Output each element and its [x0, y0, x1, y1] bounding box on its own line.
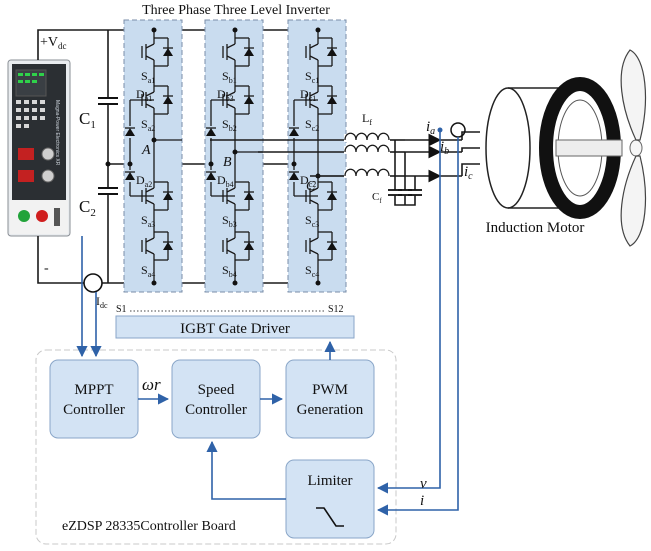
leg-box — [204, 19, 264, 293]
switch-label-a4: Sa4 — [141, 263, 155, 279]
gate-s12-label: S12 — [328, 304, 344, 315]
switch-label-b1: Sb1 — [222, 69, 237, 85]
svg-text:Controller: Controller — [185, 402, 247, 418]
filter-inductors — [344, 132, 392, 178]
svg-text:Speed: Speed — [198, 382, 235, 398]
pwm-generation-block: PWM Generation — [285, 359, 375, 439]
phase-label-c: C — [306, 179, 316, 194]
phase-label-a: A — [141, 143, 151, 158]
controller-board-frame — [35, 349, 397, 545]
svg-text:C2: C2 — [79, 197, 96, 219]
switch-label-c4: Sc4 — [305, 263, 319, 279]
gate-driver: S1 S12 IGBT Gate Driver — [115, 304, 355, 339]
svg-text:PWM: PWM — [312, 382, 348, 398]
svg-text:Lf: Lf — [362, 111, 372, 127]
induction-motor — [485, 77, 643, 219]
switch-label-a1: Sa1 — [141, 69, 155, 85]
diode-label-c1: Dc1 — [300, 87, 316, 103]
svg-text:Generation: Generation — [297, 402, 364, 418]
svg-text:+Vdc: +Vdc — [40, 35, 67, 51]
mppt-controller-block: MPPT Controller — [49, 359, 139, 439]
switch-label-a3: Sa3 — [141, 213, 155, 229]
svg-text:ic: ic — [464, 164, 473, 182]
svg-text:ia: ia — [426, 119, 435, 137]
diode-label-b3: Db3 — [217, 87, 234, 103]
output-phase-lines — [210, 139, 345, 177]
switch-label-a2: Sa2 — [141, 117, 155, 133]
diode-label-c2: Dc2 — [300, 173, 316, 189]
phase-label-b: B — [223, 155, 232, 170]
capacitor-c2: C2 — [79, 187, 118, 219]
current-label-ic: ic — [464, 164, 473, 182]
gate-driver-label: IGBT Gate Driver — [180, 321, 290, 337]
filter-capacitors: Cf — [372, 140, 422, 206]
svg-text:Cf: Cf — [372, 191, 382, 205]
dc-power-supply: Magna-Power Electronics XR — [7, 59, 71, 237]
gate-s1-label: S1 — [116, 304, 127, 315]
capacitor-c1: C1 — [79, 97, 118, 131]
leg-box — [123, 19, 183, 293]
switch-label-b2: Sb2 — [222, 117, 237, 133]
svg-text:Limiter: Limiter — [308, 473, 353, 489]
minus-label: - — [44, 261, 49, 276]
phase-current-sensors — [437, 122, 466, 138]
motor-label: Induction Motor — [486, 220, 585, 236]
svg-text:ib: ib — [440, 139, 449, 157]
limiter-icon — [316, 507, 344, 527]
voltage-feedback-label: v — [420, 476, 427, 492]
current-feedback-label: i — [420, 493, 424, 509]
svg-text:Controller: Controller — [63, 402, 125, 418]
current-label-ib: ib — [440, 139, 449, 157]
svg-text:MPPT: MPPT — [74, 382, 113, 398]
inverter-title: Three Phase Three Level Inverter — [142, 3, 330, 18]
inductor-phase-2 — [344, 144, 392, 154]
leg-box — [287, 19, 347, 293]
switch-label-c2: Sc2 — [305, 117, 319, 133]
current-label-ia: ia — [426, 119, 435, 137]
inductor-phase-3 — [344, 168, 392, 178]
switch-label-b3: Sb3 — [222, 213, 237, 229]
control-signal-wiring — [76, 130, 459, 516]
controller-board-label: eZDSP 28335Controller Board — [62, 519, 236, 534]
svg-text:C1: C1 — [79, 109, 96, 131]
diode-label-a2: Da2 — [136, 173, 152, 189]
speed-controller-block: Speed Controller — [171, 359, 261, 439]
inductor-label: Lf — [362, 111, 372, 127]
supply-panel-text: Magna-Power Electronics XR — [54, 100, 60, 166]
plus-vdc-label: +Vdc — [40, 35, 67, 51]
switch-label-b4: Sb4 — [222, 263, 237, 279]
dc-current-sensor: Idc — [83, 273, 108, 310]
inductor-phase-1 — [344, 132, 392, 142]
omega-r-label: ωr — [142, 375, 161, 394]
svg-text:Idc: Idc — [96, 294, 108, 310]
diode-label-a1: Da1 — [136, 87, 152, 103]
diode-label-b4: Db4 — [217, 173, 234, 189]
switch-label-c3: Sc3 — [305, 213, 319, 229]
fan-blades — [620, 49, 647, 247]
limiter-block: Limiter — [285, 459, 375, 539]
switch-label-c1: Sc1 — [305, 69, 319, 85]
